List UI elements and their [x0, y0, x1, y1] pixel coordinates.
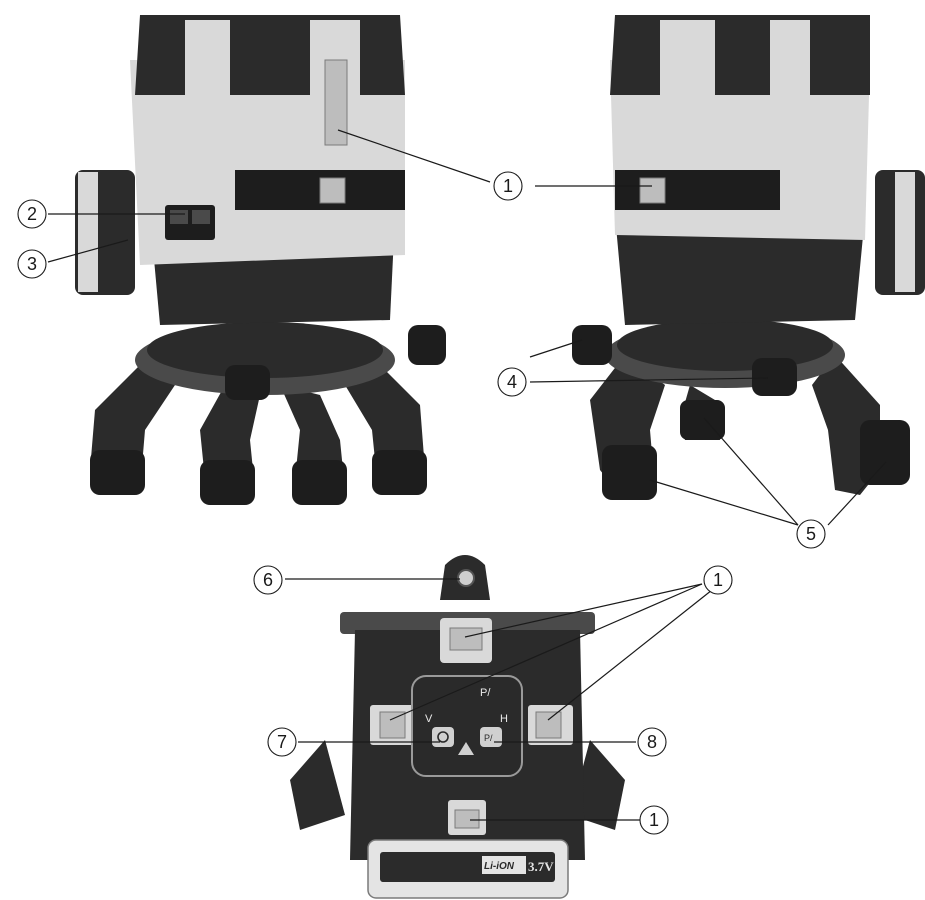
device-rear-view	[572, 15, 925, 500]
callout-7: 7	[267, 727, 297, 757]
svg-text:4: 4	[507, 372, 517, 392]
h-label: H	[500, 713, 508, 725]
battery-voltage-label: 3.7V	[528, 859, 554, 874]
pulse-h-button[interactable]: P/	[480, 727, 502, 747]
warning-icon	[458, 742, 474, 755]
power-icon	[437, 731, 449, 743]
svg-text:1: 1	[713, 570, 723, 590]
svg-text:6: 6	[263, 570, 273, 590]
svg-text:7: 7	[277, 732, 287, 752]
callout-1-top-view: 1	[703, 565, 733, 595]
control-panel	[411, 675, 523, 777]
callout-6: 6	[253, 565, 283, 595]
leader-lines	[47, 129, 887, 821]
callout-1-top: 1	[493, 171, 523, 201]
v-label: V	[425, 713, 433, 725]
callout-8: 8	[637, 727, 667, 757]
callout-4: 4	[497, 367, 527, 397]
battery-type-label: Li-iON	[484, 861, 515, 872]
callout-5: 5	[796, 519, 826, 549]
warning-indicator	[458, 742, 474, 755]
device-front-view	[75, 15, 446, 505]
device-top-view: P/ V H P/ Li-iON 3.7V	[290, 555, 625, 899]
callout-1-bottom: 1	[639, 805, 669, 835]
power-v-button[interactable]	[432, 727, 454, 747]
svg-text:1: 1	[503, 176, 513, 196]
pulse-button-label: P/	[484, 733, 493, 743]
svg-text:3: 3	[27, 254, 37, 274]
control-panel-pulse-indicator-label: P/	[480, 687, 491, 699]
tripod-legs-left-device	[90, 355, 427, 505]
callout-2: 2	[17, 199, 47, 229]
svg-text:8: 8	[647, 732, 657, 752]
svg-text:2: 2	[27, 204, 37, 224]
tripod-legs-right-device	[590, 355, 910, 500]
callout-3: 3	[17, 249, 47, 279]
svg-text:1: 1	[649, 810, 659, 830]
svg-text:5: 5	[806, 524, 816, 544]
